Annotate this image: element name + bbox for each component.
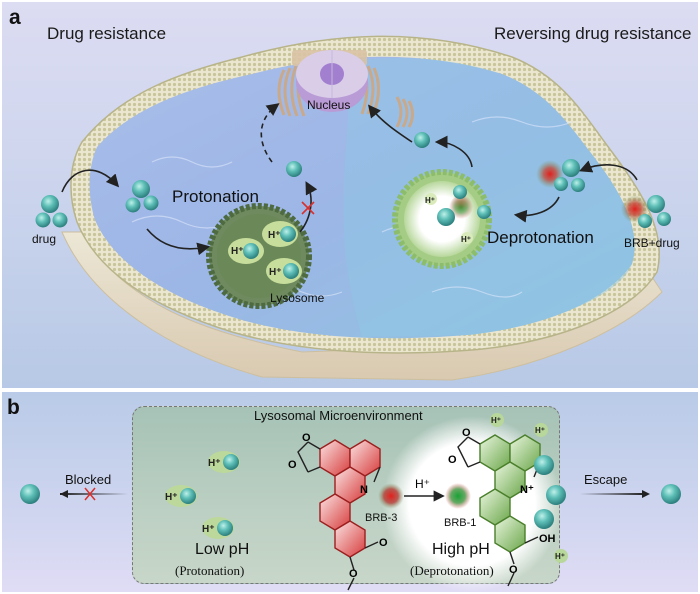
brb3-dot <box>378 483 404 509</box>
panel-letter-a: a <box>9 6 21 29</box>
drug-molecule <box>280 226 296 242</box>
escape-arrow-head <box>642 490 650 498</box>
blocked-x-icon <box>84 487 96 501</box>
drug-molecule-free <box>534 509 554 529</box>
atom-n: N <box>360 484 368 496</box>
proton-label: H⁺ <box>491 416 501 425</box>
proton-label: H⁺ <box>269 267 282 278</box>
drug-molecule <box>243 243 259 259</box>
label-brb3-name: BRB-3 <box>365 512 398 524</box>
drug-molecule-free <box>534 455 554 475</box>
protonated-drug <box>165 485 197 507</box>
proton-label: H⁺ <box>425 196 435 205</box>
arrow-release <box>434 135 473 168</box>
panel-b-illustration: H⁺ H⁺ H⁺ O O N O O H⁺ <box>20 413 681 592</box>
lysosome-protonated <box>206 203 312 309</box>
proton-label: H⁺ <box>231 246 244 257</box>
atom-o: O <box>448 454 457 466</box>
atom-o: O <box>288 459 297 471</box>
atom-o: O <box>462 427 471 439</box>
drug-molecule-free <box>546 485 566 505</box>
arrow-blocked-exit <box>299 181 318 233</box>
protonated-drug <box>208 451 240 473</box>
drug-molecule <box>477 205 491 219</box>
free-proton <box>490 413 568 563</box>
label-lysosome: Lysosome <box>270 291 325 305</box>
drug-molecule <box>437 208 455 226</box>
conversion-h-label: H⁺ <box>415 477 430 491</box>
proton-label: H⁺ <box>165 492 178 503</box>
lysosome-deprotonated <box>392 169 492 269</box>
label-blocked: Blocked <box>65 472 112 487</box>
label-drug: drug <box>32 232 57 246</box>
proton-label: H⁺ <box>202 524 215 535</box>
panel-a: H⁺ H⁺ H⁺ H⁺ H⁺ a Drug resistance Reversi… <box>2 2 698 388</box>
microenvironment-title: Lysosomal Microenvironment <box>254 408 423 423</box>
drug-cluster-inside <box>125 180 159 213</box>
arrow-dashed-to-nucleus <box>260 103 280 163</box>
arrow-drug-entry <box>61 169 120 193</box>
arrow-to-lysosome <box>146 228 211 256</box>
pathway-arrows <box>61 103 638 256</box>
proton-label: H⁺ <box>208 458 221 469</box>
atom-o: O <box>349 568 358 580</box>
cytoplasm-right-half <box>342 58 635 337</box>
arrow-to-lysosome-right <box>513 196 560 223</box>
label-deprotonation-sub: (Deprotonation) <box>410 563 494 578</box>
drug-molecule-outside-right <box>661 484 681 504</box>
brb3-structure <box>297 439 381 591</box>
atom-o: O <box>509 564 518 576</box>
atom-o: O <box>302 432 311 444</box>
atom-n-plus: N⁺ <box>520 484 534 496</box>
label-brb1-name: BRB-1 <box>444 517 477 529</box>
label-protonation-sub: (Protonation) <box>175 563 245 578</box>
blocked-x-icon <box>301 201 315 215</box>
brb-drug-cluster-inside <box>536 159 585 192</box>
drug-molecule-outside-left <box>20 484 40 504</box>
title-reversing-drug-resistance: Reversing drug resistance <box>494 24 692 43</box>
label-high-ph: High pH <box>432 541 490 558</box>
atom-keto-o: O <box>379 537 388 549</box>
panel-b: b <box>2 392 698 592</box>
blocked-arrow <box>60 493 128 495</box>
atom-oh: OH <box>539 533 556 545</box>
proton-label: H⁺ <box>268 230 281 241</box>
label-brb-drug: BRB+drug <box>624 236 680 250</box>
arrow-brb-entry <box>579 160 638 181</box>
protonated-drug <box>202 517 234 539</box>
label-escape: Escape <box>584 472 628 487</box>
brb1-structure <box>457 434 541 587</box>
escape-arrow <box>580 493 644 495</box>
brb-drug-cluster-outside <box>621 195 671 228</box>
brb1-dot <box>445 483 471 509</box>
drug-molecule-escaped <box>286 161 302 177</box>
title-drug-resistance: Drug resistance <box>47 24 167 43</box>
cell-illustration: H⁺ H⁺ H⁺ H⁺ H⁺ <box>35 35 671 381</box>
label-low-ph: Low pH <box>195 541 250 558</box>
drug-cluster-outside <box>35 195 68 228</box>
label-deprotonation: Deprotonation <box>487 228 594 247</box>
proton-label: H⁺ <box>461 235 471 244</box>
drug-molecule <box>453 185 467 199</box>
blocked-arrow-head <box>60 490 68 498</box>
proton-label: H⁺ <box>535 426 545 435</box>
label-protonation: Protonation <box>172 187 259 206</box>
nucleus <box>296 50 368 112</box>
proton-label: H⁺ <box>555 552 565 561</box>
label-nucleus: Nucleus <box>307 98 351 112</box>
arrow-to-nucleus <box>368 104 413 143</box>
panel-letter-b: b <box>7 396 20 419</box>
drug-molecule <box>283 263 299 279</box>
drug-molecule-released <box>414 132 430 148</box>
